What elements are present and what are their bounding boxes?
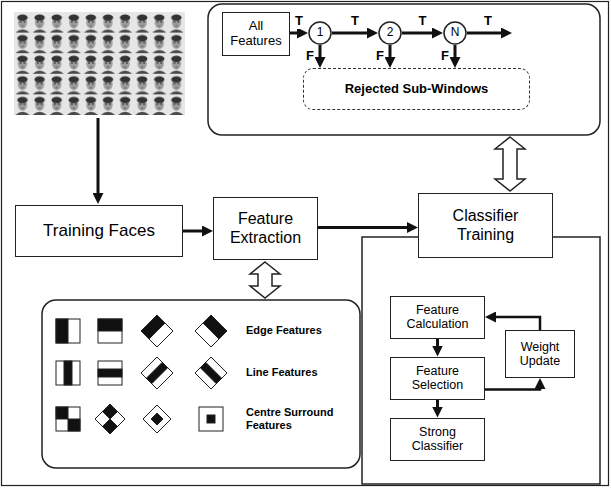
node-text: Feature Selection [396, 364, 479, 393]
haar-feature [56, 407, 68, 419]
stage-circle: 2 [378, 21, 402, 45]
flow-arrow [290, 32, 302, 35]
haar-feature [141, 315, 173, 347]
haar-feature [103, 404, 118, 419]
feature-panel [42, 300, 360, 468]
flow-arrow [454, 45, 457, 62]
process-box: Training Faces [15, 205, 183, 257]
process-box: Strong Classifier [390, 418, 485, 461]
haar-feature [56, 319, 80, 343]
branch-label: T [350, 14, 360, 29]
haar-feature [141, 357, 173, 389]
haar-feature [151, 413, 163, 425]
haar-feature [207, 415, 215, 423]
haar-feature [56, 319, 68, 343]
haar-feature [200, 362, 221, 383]
haar-feature [203, 315, 227, 339]
node-text: Feature Calculation [396, 303, 479, 332]
node-text: 2 [387, 26, 394, 40]
process-box: Feature Selection [390, 357, 485, 400]
branch-label: T [294, 14, 304, 29]
circle-shape [309, 22, 331, 44]
double-arrow [495, 137, 525, 191]
flow-arrow [97, 118, 100, 198]
double-arrow [250, 262, 280, 298]
haar-feature [103, 419, 118, 434]
haar-feature [68, 419, 80, 431]
feature-label: Line Features [246, 366, 352, 379]
process-box: Classifier Training [418, 193, 553, 258]
haar-feature [56, 361, 80, 385]
stage-circle: 1 [308, 21, 332, 45]
node-text: Weight Update [511, 340, 569, 369]
flow-arrow [389, 45, 392, 62]
flow-arrow [319, 45, 322, 62]
feature-label: Centre Surround Features [246, 406, 352, 431]
haar-feature [195, 315, 227, 347]
node-text: Feature Extraction [219, 210, 312, 247]
flow-arrow [485, 384, 540, 390]
process-box: All Features [222, 12, 290, 56]
node-text: Classifier Training [424, 207, 547, 244]
feature-label: Edge Features [246, 324, 352, 337]
node-text: 1 [317, 26, 324, 40]
branch-label: F [305, 49, 315, 64]
process-box: Feature Extraction [213, 197, 318, 260]
haar-feature [195, 357, 227, 389]
circle-shape [379, 22, 401, 44]
haar-feature [98, 361, 122, 385]
haar-feature [95, 404, 125, 434]
flow-arrow [467, 32, 506, 35]
flow-arrow [436, 339, 439, 351]
branch-label: F [440, 49, 450, 64]
node-text: Strong Classifier [396, 425, 479, 454]
haar-feature [98, 319, 122, 331]
haar-feature [56, 407, 80, 431]
haar-feature [199, 407, 223, 431]
haar-feature [146, 362, 167, 383]
flow-arrow [318, 226, 412, 229]
haar-feature [64, 361, 72, 385]
node-text: Rejected Sub-Windows [345, 82, 489, 97]
circle-shape [444, 22, 466, 44]
node-text: All Features [228, 19, 284, 49]
cascade-panel [208, 4, 600, 135]
haar-feature [143, 405, 171, 433]
process-box: Weight Update [505, 330, 575, 378]
flow-arrow [402, 32, 437, 35]
process-box: Feature Calculation [390, 296, 485, 339]
flow-arrow [183, 230, 207, 233]
node-text: N [451, 26, 460, 40]
flow-arrow [491, 317, 540, 330]
haar-feature [98, 319, 122, 343]
branch-label: T [418, 14, 428, 29]
branch-label: T [484, 14, 492, 29]
reject-box: Rejected Sub-Windows [303, 68, 530, 110]
flow-arrow [332, 32, 372, 35]
branch-label: F [375, 49, 385, 64]
node-text: Training Faces [43, 221, 155, 241]
stage-circle: N [443, 21, 467, 45]
face-images [14, 12, 185, 115]
flow-arrow [436, 400, 439, 412]
haar-feature [141, 315, 165, 339]
haar-feature [98, 369, 122, 377]
training-panel [362, 237, 600, 484]
